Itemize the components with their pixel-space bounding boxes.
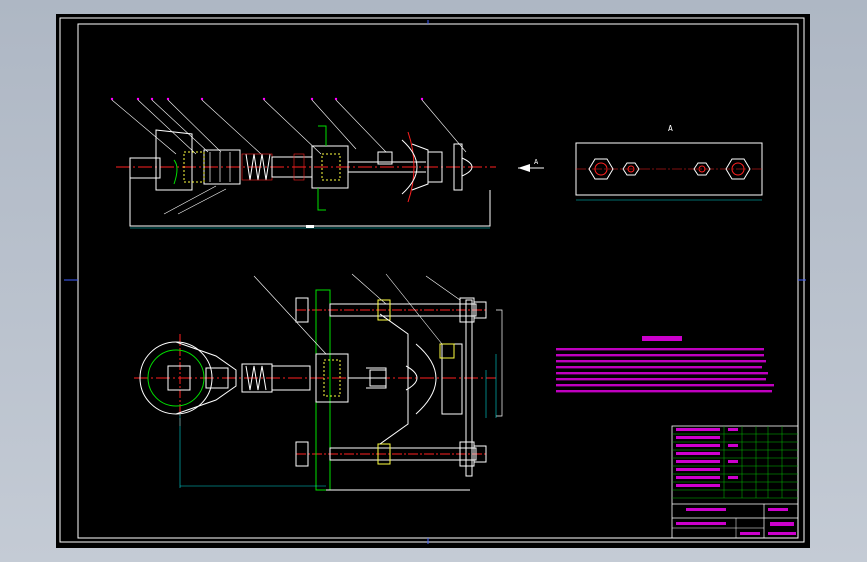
inner-frame [77,23,799,539]
title-block [671,425,799,539]
bracket [379,313,409,445]
leader-lines [111,99,467,215]
plan-view [134,273,503,491]
small-nut [377,151,393,165]
end-plate [453,143,463,191]
end-cap [427,151,443,183]
cad-drawing: A A [59,17,806,544]
end-plate-plan [465,299,473,477]
part-number-tags [110,97,424,101]
front-view: A [110,97,544,229]
housing [203,149,241,185]
clamp-body [155,129,193,191]
view-a-label: A [668,124,673,133]
technical-notes [556,336,774,393]
left-stub [129,157,161,179]
drawing-sheet: A A [56,14,810,548]
side-plate [315,289,331,491]
plan-tube [271,365,311,391]
plate-bolts [588,158,751,180]
arrow-label: A [534,158,539,166]
plan-spring [245,365,267,391]
flange-nut [311,145,349,189]
plan-bolts [295,297,487,467]
view-a: A [575,124,763,201]
base-frame [129,178,491,227]
